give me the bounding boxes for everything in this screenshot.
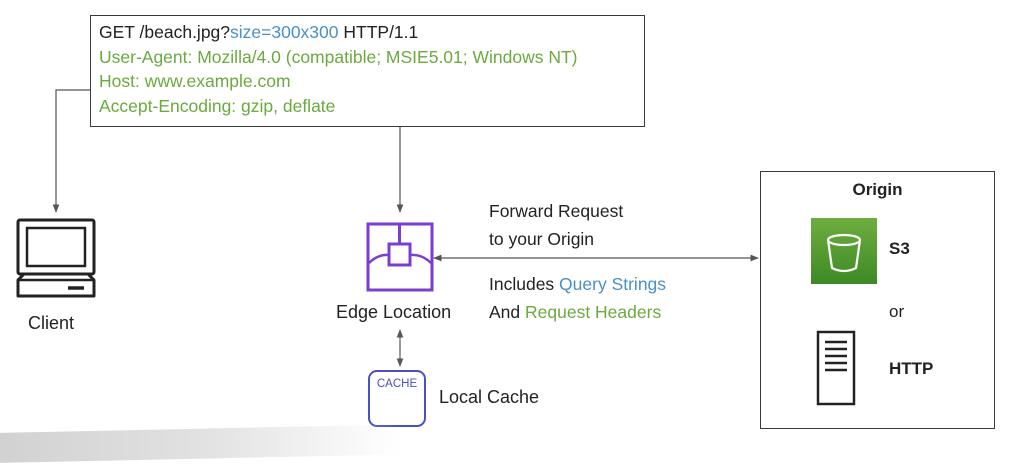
s3-label: S3 xyxy=(889,239,910,258)
local-cache-label: Local Cache xyxy=(439,387,540,407)
includes-text: Includes Query Strings And Request Heade… xyxy=(489,274,667,322)
query-strings-text: Query Strings xyxy=(559,274,667,294)
forward-request-text: Forward Request to your Origin xyxy=(489,201,624,249)
edge-location-icon xyxy=(366,222,434,292)
user-agent-header: User-Agent: Mozilla/4.0 (compatible; MSI… xyxy=(99,46,578,67)
request-headers-text: Request Headers xyxy=(525,302,662,322)
client-computer-icon xyxy=(16,218,96,298)
http-request-box: GET /beach.jpg?size=300x300 HTTP/1.1 Use… xyxy=(90,15,645,127)
or-text: or xyxy=(889,302,905,321)
edge-location-label: Edge Location xyxy=(336,302,452,322)
http-server-icon xyxy=(816,330,856,406)
origin-box: Origin S3 or HTTP xyxy=(760,171,995,429)
accept-encoding-header: Accept-Encoding: gzip, deflate xyxy=(99,95,336,116)
cache-icon: CACHE xyxy=(368,370,426,427)
connector-lines xyxy=(52,89,759,367)
request-to-client-arrow xyxy=(52,89,90,213)
s3-bucket-icon xyxy=(811,218,877,284)
host-header: Host: www.example.com xyxy=(99,71,291,91)
query-string: size=300x300 xyxy=(230,22,339,42)
client-label: Client xyxy=(28,313,75,333)
http-label: HTTP xyxy=(889,359,934,378)
request-line: GET /beach.jpg?size=300x300 HTTP/1.1 xyxy=(99,22,419,42)
origin-title: Origin xyxy=(852,180,903,199)
